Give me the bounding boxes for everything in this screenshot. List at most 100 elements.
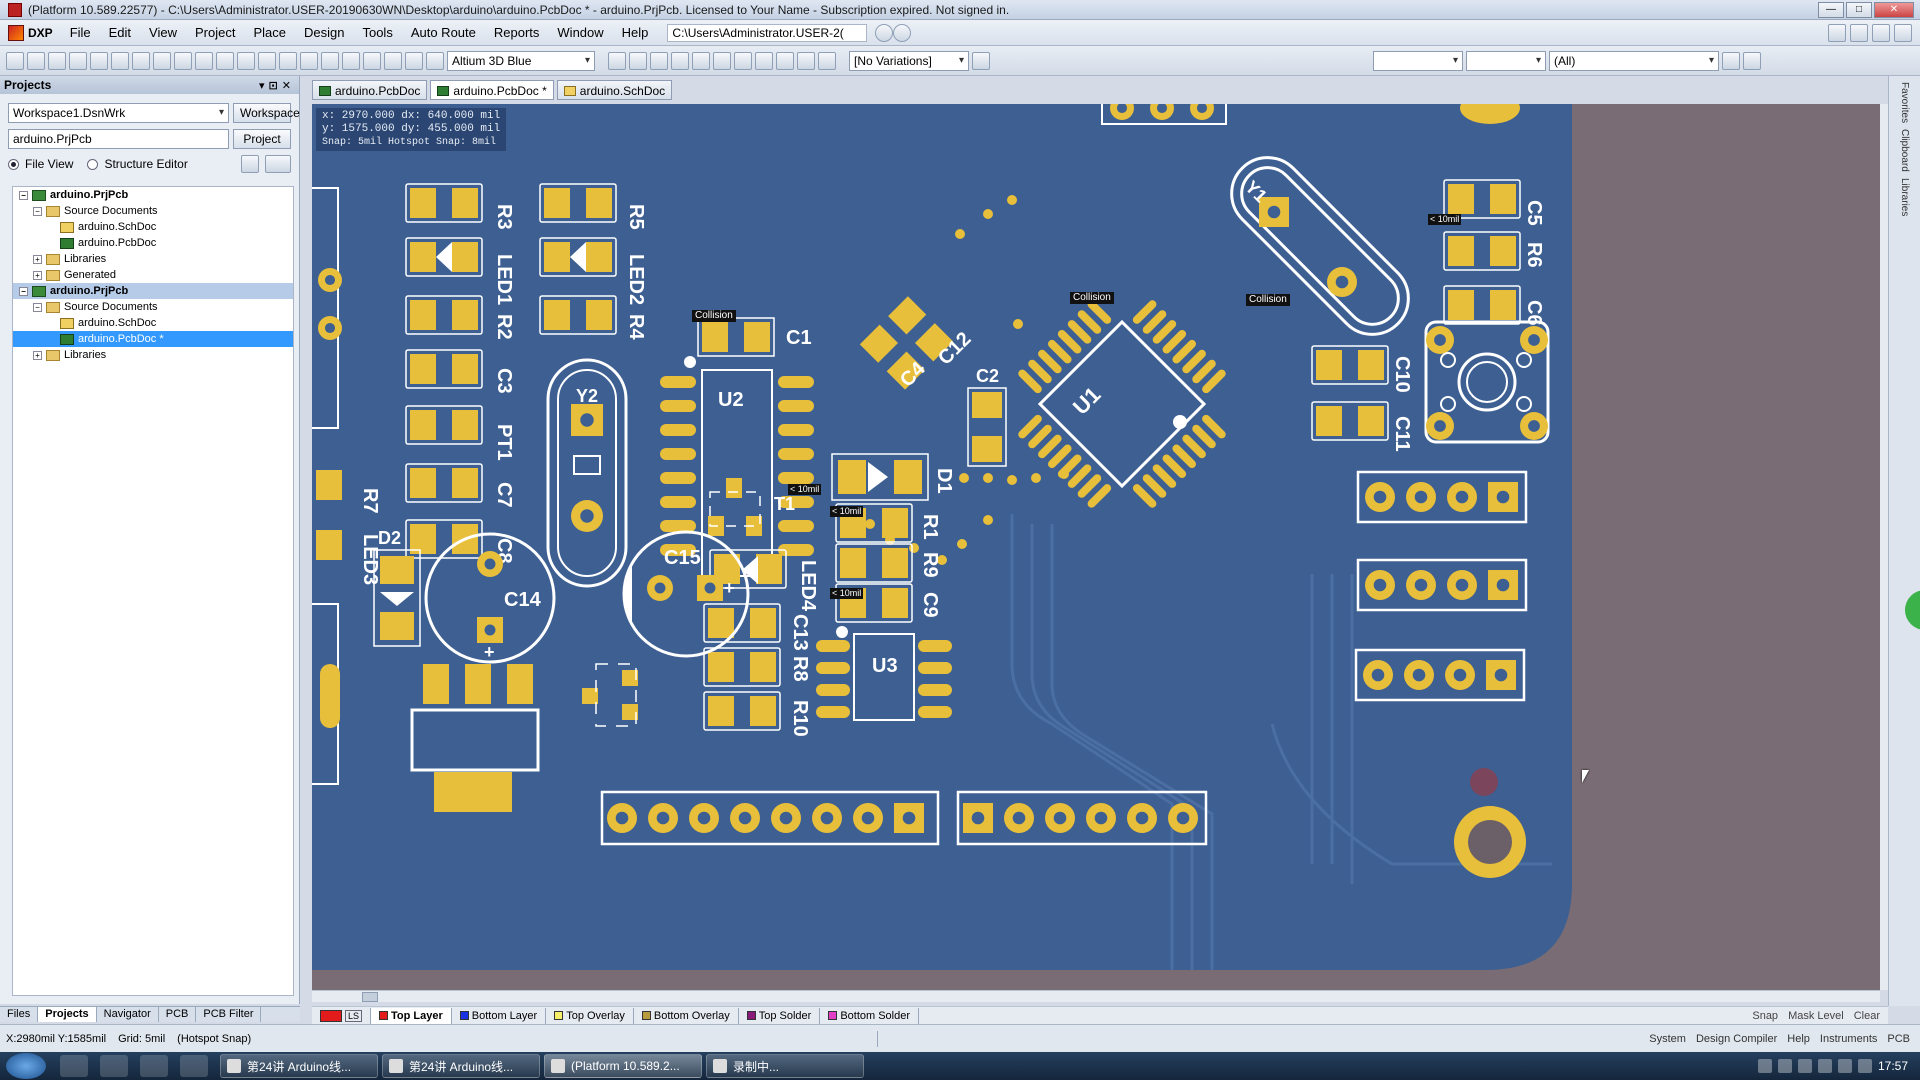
close-button[interactable]: ✕ bbox=[1874, 1, 1914, 18]
menu-help[interactable]: Help bbox=[621, 25, 649, 40]
dxp-menu[interactable]: DXP bbox=[0, 24, 61, 41]
zoom-area-icon[interactable] bbox=[132, 51, 150, 70]
project-field[interactable]: arduino.PrjPcb bbox=[8, 129, 229, 149]
tray-icon-4[interactable] bbox=[1817, 1059, 1832, 1073]
file-view-radio[interactable] bbox=[8, 158, 19, 170]
deselect-icon[interactable] bbox=[321, 51, 339, 70]
menu-tools[interactable]: Tools bbox=[362, 25, 393, 40]
help-button[interactable]: Help bbox=[1787, 1032, 1810, 1045]
diff-pair-icon[interactable] bbox=[650, 51, 668, 70]
menu-reports[interactable]: Reports bbox=[493, 25, 540, 40]
undo-icon[interactable] bbox=[363, 51, 381, 70]
menu-view[interactable]: View bbox=[149, 25, 177, 40]
tree-item[interactable]: +Generated bbox=[13, 267, 293, 283]
view-configuration-combo[interactable]: Altium 3D Blue bbox=[447, 50, 595, 71]
horizontal-scroll-thumb[interactable] bbox=[362, 992, 378, 1002]
taskbar-task-button[interactable]: 第24讲 Arduino线... bbox=[382, 1054, 540, 1078]
tree-item[interactable]: −arduino.PrjPcb bbox=[13, 283, 293, 299]
workspace-combo[interactable]: Workspace1.DsnWrk bbox=[8, 103, 229, 123]
start-button-icon[interactable] bbox=[6, 1053, 46, 1079]
browser-icon[interactable] bbox=[140, 1055, 168, 1077]
tree-expander-icon[interactable]: − bbox=[19, 190, 28, 200]
cross-probe-icon[interactable] bbox=[405, 51, 423, 70]
tree-expander-icon[interactable]: − bbox=[19, 286, 28, 296]
forward-icon[interactable] bbox=[893, 23, 912, 42]
document-tab[interactable]: arduino.SchDoc bbox=[556, 80, 673, 100]
multi-route-icon[interactable] bbox=[671, 51, 689, 70]
new-icon[interactable] bbox=[6, 51, 24, 70]
system-button[interactable]: System bbox=[1649, 1032, 1686, 1045]
place-via-icon[interactable] bbox=[713, 51, 731, 70]
print-preview-icon[interactable] bbox=[90, 51, 108, 70]
current-layer-swatch[interactable]: LS bbox=[312, 1007, 372, 1024]
dock-libraries[interactable]: Libraries bbox=[1899, 177, 1910, 217]
tree-item[interactable]: −arduino.PrjPcb bbox=[13, 187, 293, 203]
clear-filter-icon[interactable] bbox=[342, 51, 360, 70]
filter-class-combo[interactable] bbox=[1466, 50, 1546, 71]
place-component-icon[interactable] bbox=[818, 51, 836, 70]
place-fill-icon[interactable] bbox=[755, 51, 773, 70]
side-badge-icon[interactable] bbox=[1905, 590, 1920, 630]
network-icon[interactable] bbox=[1857, 1059, 1872, 1073]
menu-project[interactable]: Project bbox=[195, 25, 236, 40]
open-icon[interactable] bbox=[27, 51, 45, 70]
horizontal-scrollbar[interactable] bbox=[312, 990, 1880, 1002]
tree-item[interactable]: +Libraries bbox=[13, 347, 293, 363]
dock-favorites[interactable]: Favorites bbox=[1899, 82, 1910, 124]
layout-icon[interactable] bbox=[1850, 23, 1868, 42]
route-icon[interactable] bbox=[608, 51, 626, 70]
minimize-button[interactable]: — bbox=[1818, 1, 1844, 18]
vertical-scrollbar[interactable] bbox=[1880, 104, 1890, 990]
mask-level-button[interactable]: Mask Level bbox=[1788, 1009, 1844, 1022]
tab-files[interactable]: Files bbox=[0, 1007, 39, 1022]
document-tab[interactable]: arduino.PcbDoc bbox=[312, 80, 428, 100]
cut-icon[interactable] bbox=[195, 51, 213, 70]
panel-controls[interactable]: ▾⊡✕ bbox=[259, 79, 295, 92]
taskbar-app-icon-3[interactable] bbox=[180, 1055, 208, 1077]
layer-tab[interactable]: Top Solder bbox=[739, 1007, 821, 1024]
tray-icon-2[interactable] bbox=[1777, 1059, 1792, 1073]
browse-icon[interactable] bbox=[426, 51, 444, 70]
filter-icon[interactable] bbox=[1894, 23, 1912, 42]
tree-item[interactable]: arduino.SchDoc bbox=[13, 315, 293, 331]
move-icon[interactable] bbox=[300, 51, 318, 70]
tree-item[interactable]: +Libraries bbox=[13, 251, 293, 267]
settings-icon[interactable] bbox=[1828, 23, 1846, 42]
variants-icon[interactable] bbox=[972, 51, 990, 70]
clear-button[interactable]: Clear bbox=[1853, 1009, 1880, 1022]
tree-item[interactable]: arduino.SchDoc bbox=[13, 219, 293, 235]
tree-expander-icon[interactable]: − bbox=[33, 206, 42, 216]
menu-design[interactable]: Design bbox=[304, 25, 345, 40]
maximize-button[interactable]: □ bbox=[1846, 1, 1872, 18]
zoom-fit-icon[interactable] bbox=[153, 51, 171, 70]
layer-tab[interactable]: Top Layer bbox=[371, 1007, 452, 1024]
tab-pcb-filter[interactable]: PCB Filter bbox=[196, 1007, 262, 1022]
tree-item[interactable]: −Source Documents bbox=[13, 299, 293, 315]
tree-expander-icon[interactable]: + bbox=[33, 350, 42, 360]
project-options-icon[interactable] bbox=[241, 155, 259, 173]
zoom-selected-icon[interactable] bbox=[174, 51, 192, 70]
menu-place[interactable]: Place bbox=[253, 25, 286, 40]
tree-item[interactable]: arduino.PcbDoc bbox=[13, 235, 293, 251]
volume-icon[interactable] bbox=[1837, 1059, 1852, 1073]
tab-projects[interactable]: Projects bbox=[38, 1007, 97, 1022]
tree-expander-icon[interactable]: + bbox=[33, 270, 42, 280]
design-compiler-button[interactable]: Design Compiler bbox=[1695, 1032, 1778, 1045]
instruments-button[interactable]: Instruments bbox=[1819, 1032, 1878, 1045]
taskbar-task-button[interactable]: (Platform 10.589.2... bbox=[544, 1054, 702, 1078]
taskbar-app-icon-2[interactable] bbox=[100, 1055, 128, 1077]
tree-expander-icon[interactable]: − bbox=[33, 302, 42, 312]
rubber-stamp-icon[interactable] bbox=[258, 51, 276, 70]
variations-combo[interactable]: [No Variations] bbox=[849, 50, 969, 71]
filter-scope-combo[interactable] bbox=[1373, 50, 1463, 71]
tab-pcb[interactable]: PCB bbox=[159, 1007, 197, 1022]
layer-tab[interactable]: Top Overlay bbox=[546, 1007, 634, 1024]
menu-window[interactable]: Window bbox=[557, 25, 604, 40]
interactive-route-icon[interactable] bbox=[629, 51, 647, 70]
tab-navigator[interactable]: Navigator bbox=[97, 1007, 159, 1022]
document-path-combo[interactable]: C:\Users\Administrator.USER-2( bbox=[667, 23, 868, 42]
snap-toggle[interactable]: Snap bbox=[1752, 1009, 1779, 1022]
paste-icon[interactable] bbox=[237, 51, 255, 70]
structure-editor-radio[interactable] bbox=[87, 158, 99, 170]
apply-filter-icon[interactable] bbox=[1722, 51, 1740, 70]
